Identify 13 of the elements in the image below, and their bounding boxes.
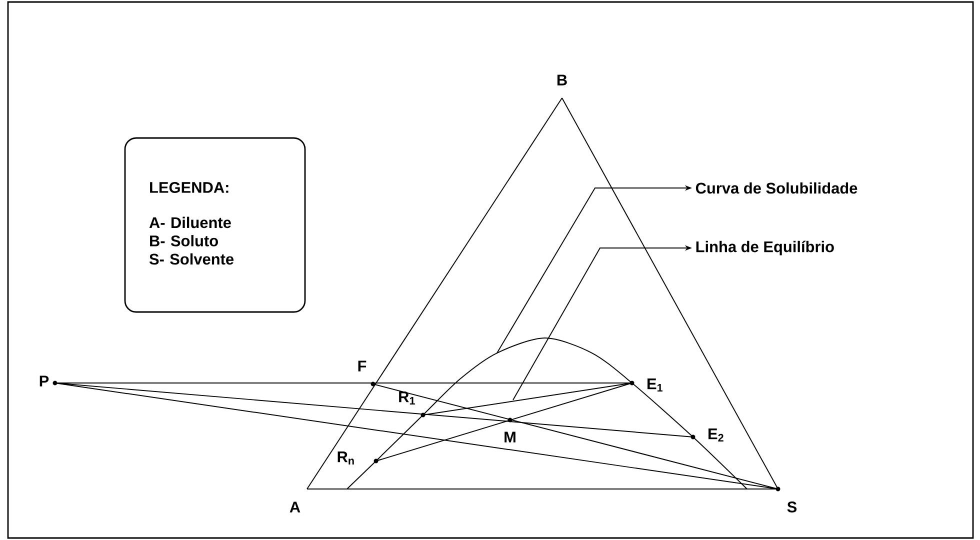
point-label: R$_{1}$ [399, 392, 415, 404]
point-label: E$_{1}$ [648, 378, 663, 392]
legend-box: LEGENDA: A- Diluente B- Soluto S- Solvente [124, 137, 306, 313]
callout-text: Linha de Equilíbrio [696, 240, 834, 256]
point-label: F [358, 360, 366, 372]
point-label: R$_{n}$ [338, 452, 354, 464]
point-label: A [290, 502, 300, 512]
point-label: P [40, 376, 49, 386]
point-label: M [504, 432, 516, 442]
callout-text: Curva de Solubilidade [696, 182, 858, 194]
point-label: E$_{2}$ [708, 428, 724, 442]
point-label: B [557, 74, 567, 86]
point-label: S [787, 502, 797, 512]
